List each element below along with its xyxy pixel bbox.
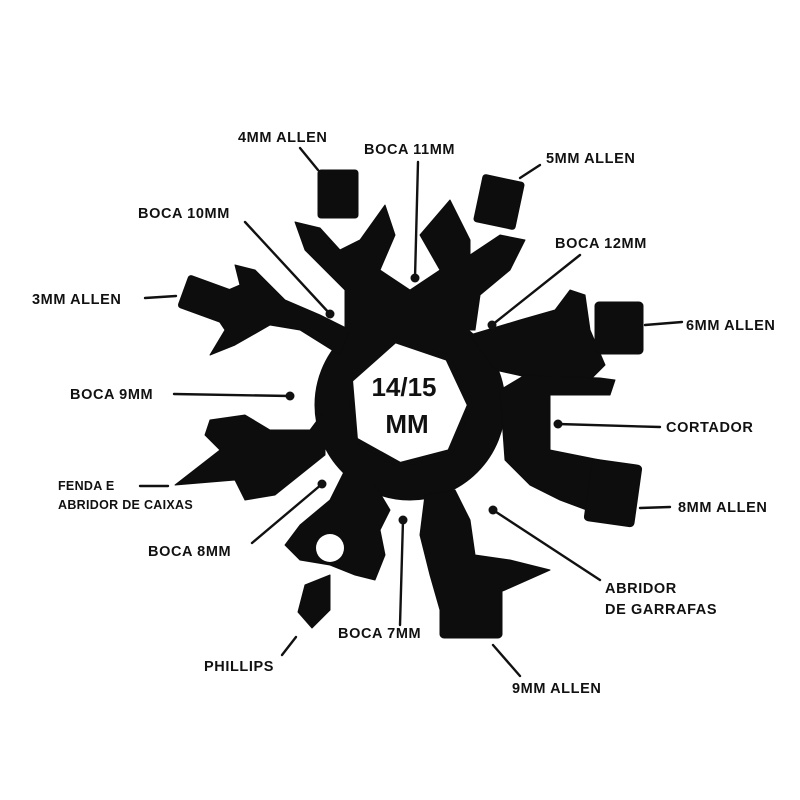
center-size-line1: 14/15 bbox=[371, 372, 436, 402]
dot-boca-10mm bbox=[325, 309, 335, 319]
dot-abridor bbox=[488, 505, 498, 515]
leader-boca-12mm bbox=[490, 253, 582, 327]
dot-boca-11mm bbox=[410, 273, 420, 283]
arm-right bbox=[499, 374, 643, 528]
leader-cortador bbox=[556, 422, 662, 429]
leader-boca-11mm bbox=[413, 160, 420, 280]
label-boca-8mm: BOCA 8MM bbox=[148, 544, 231, 560]
arm-lower-left bbox=[284, 469, 391, 629]
leader-allen-6mm bbox=[643, 320, 684, 327]
label-fenda-line1: FENDA E bbox=[58, 479, 115, 493]
leader-allen-8mm bbox=[638, 505, 672, 510]
label-boca-11mm: BOCA 11MM bbox=[364, 142, 455, 158]
hex-socket bbox=[347, 337, 473, 468]
label-boca-12mm: BOCA 12MM bbox=[555, 236, 647, 252]
dot-cortador bbox=[553, 419, 563, 429]
center-size-line2: MM bbox=[385, 409, 428, 439]
label-allen-4mm: 4MM ALLEN bbox=[238, 130, 327, 146]
label-cortador: CORTADOR bbox=[666, 420, 754, 436]
callout-labels: 4MM ALLEN BOCA 11MM 5MM ALLEN BOCA 10MM … bbox=[32, 130, 775, 697]
snowflake-tool bbox=[174, 169, 644, 639]
leader-phillips bbox=[280, 635, 298, 657]
leader-allen-5mm bbox=[518, 163, 542, 180]
arm-bottom bbox=[419, 489, 551, 639]
leader-lines bbox=[138, 146, 684, 678]
dot-boca-8mm bbox=[317, 479, 327, 489]
label-boca-10mm: BOCA 10MM bbox=[138, 206, 230, 222]
label-abridor-line2: DE GARRAFAS bbox=[605, 602, 717, 618]
label-allen-6mm: 6MM ALLEN bbox=[686, 318, 775, 334]
label-fenda-line2: ABRIDOR DE CAIXAS bbox=[58, 498, 193, 512]
leader-abridor bbox=[491, 508, 602, 582]
label-allen-9mm: 9MM ALLEN bbox=[512, 681, 601, 697]
label-abridor-line1: ABRIDOR bbox=[605, 581, 677, 597]
arm-top bbox=[294, 169, 526, 331]
label-boca-9mm: BOCA 9MM bbox=[70, 387, 153, 403]
leader-allen-9mm bbox=[491, 643, 522, 678]
dot-boca-12mm bbox=[487, 320, 497, 330]
dot-boca-9mm bbox=[285, 391, 295, 401]
label-allen-5mm: 5MM ALLEN bbox=[546, 151, 635, 167]
arm-left bbox=[174, 409, 326, 501]
label-allen-3mm: 3MM ALLEN bbox=[32, 292, 121, 308]
label-allen-8mm: 8MM ALLEN bbox=[678, 500, 767, 516]
leader-boca-10mm bbox=[243, 220, 332, 316]
arm-upper-left bbox=[177, 264, 351, 356]
leader-boca-7mm bbox=[398, 518, 405, 627]
dot-boca-7mm bbox=[398, 515, 408, 525]
leader-allen-4mm bbox=[298, 146, 320, 172]
label-boca-7mm: BOCA 7MM bbox=[338, 626, 421, 642]
label-phillips: PHILLIPS bbox=[204, 659, 274, 675]
leader-allen-3mm bbox=[143, 294, 178, 300]
leader-boca-8mm bbox=[250, 482, 324, 545]
leader-boca-9mm bbox=[172, 392, 292, 398]
